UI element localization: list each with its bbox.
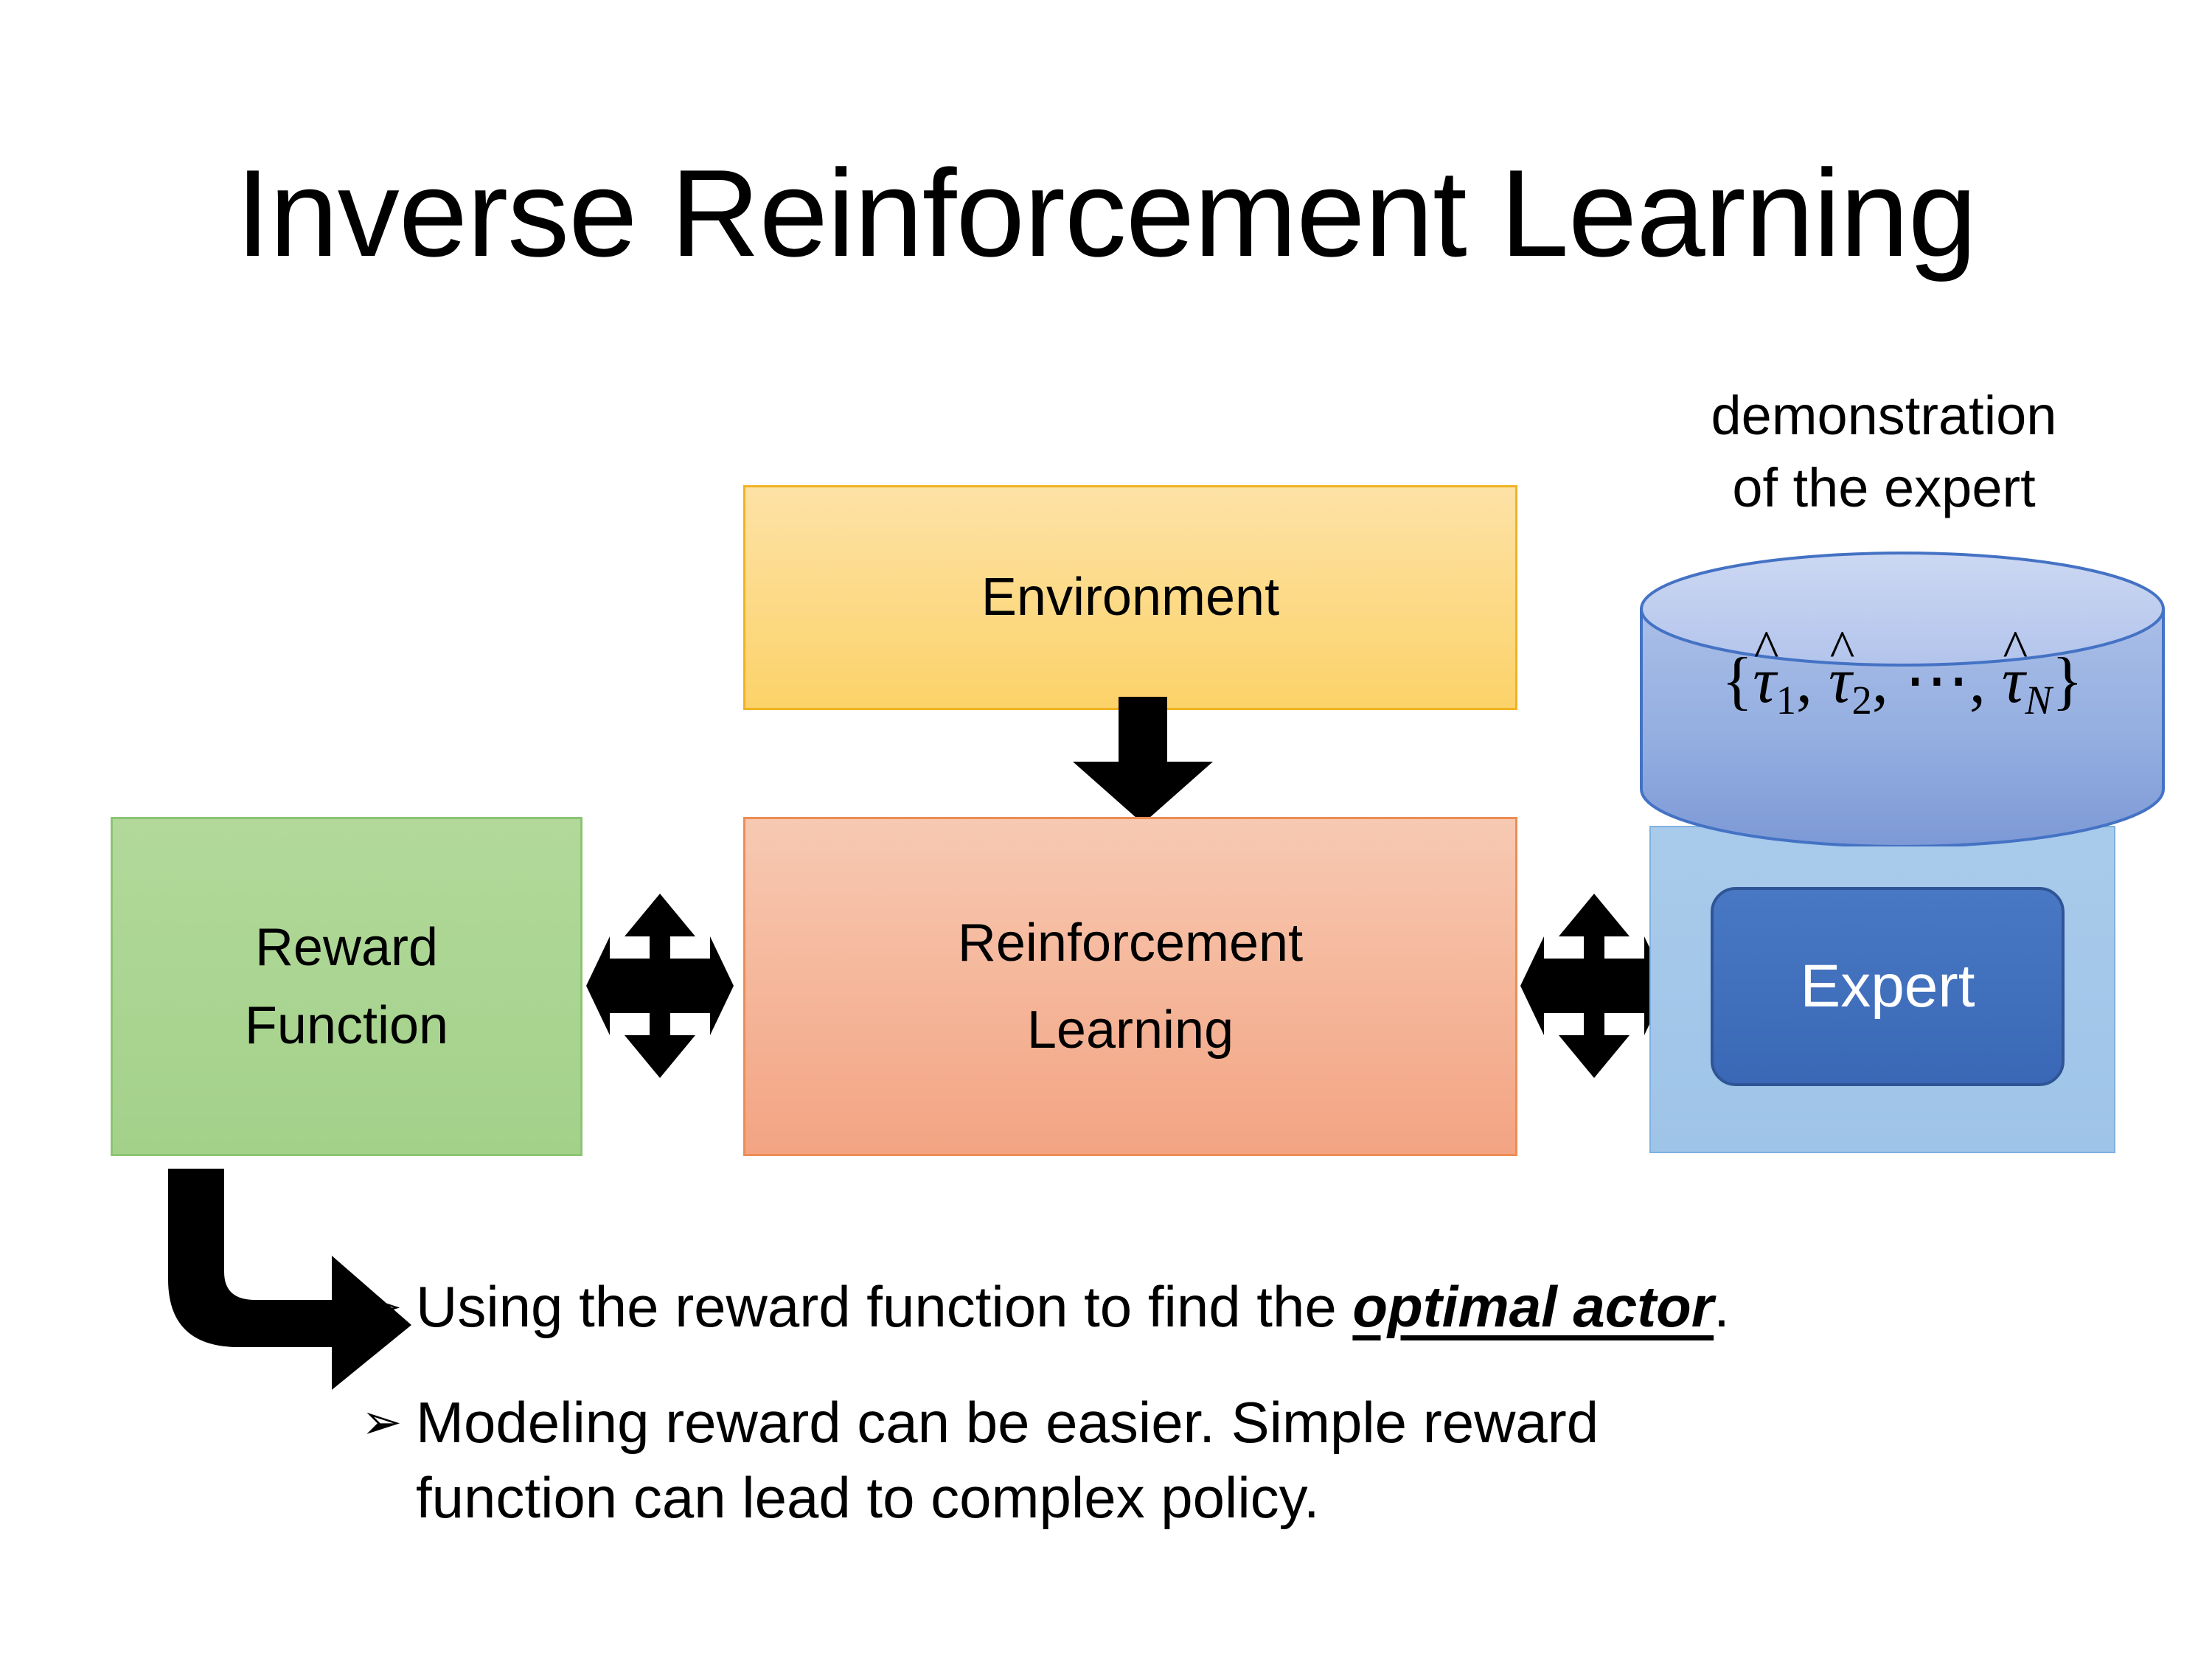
- formula-subscript-2: 2: [1851, 678, 1872, 723]
- formula-brace-close: }: [2051, 645, 2083, 717]
- bullet-arrow-icon: ➢: [361, 1394, 403, 1450]
- demonstration-trajectories-formula: {^τ1, ^τ2, ⋯, ^τN}: [1640, 622, 2165, 723]
- environment-box-label: Environment: [981, 568, 1280, 627]
- environment-to-rl-arrow-icon: [1073, 697, 1213, 824]
- rl-box-label-line2: Learning: [1026, 1001, 1234, 1060]
- bullet-2-text-line2: function can lead to complex policy.: [416, 1464, 1320, 1530]
- reward-to-bullet-elbow-arrow-icon: [168, 1169, 411, 1390]
- reward-box-label-line2: Function: [244, 996, 449, 1055]
- formula-hat-1: ^: [1753, 619, 1779, 678]
- demonstration-database-cylinder-icon: [1640, 552, 2165, 846]
- rl-box-label-line1: Reinforcement: [957, 913, 1304, 973]
- formula-tau-2: ^τ: [1829, 622, 1854, 714]
- formula-tau-glyph-n: τ: [2001, 645, 2025, 717]
- formula-comma-3: ,: [1969, 645, 1986, 717]
- formula-comma-1: ,: [1796, 645, 1813, 717]
- formula-subscript-n: N: [2025, 678, 2052, 723]
- formula-tau-glyph-2: τ: [1829, 645, 1852, 717]
- rl-expert-quad-arrow-icon: [1520, 894, 1668, 1078]
- formula-tau-1: ^τ: [1753, 622, 1778, 714]
- list-item: ➢ Modeling reward can be easier. Simple …: [361, 1385, 2146, 1535]
- expert-box[interactable]: Expert: [1711, 887, 2065, 1086]
- bullet-2-text-line1: Modeling reward can be easier. Simple re…: [416, 1390, 1599, 1455]
- reinforcement-learning-box[interactable]: Reinforcement Learning: [743, 817, 1517, 1156]
- formula-ellipsis: ⋯: [1904, 645, 1969, 717]
- formula-hat-2: ^: [1829, 619, 1855, 678]
- demonstration-label: demonstration of the expert: [1626, 380, 2142, 524]
- bullet-1-text: Using the reward function to find the op…: [416, 1270, 2146, 1344]
- bullet-1-text-after: .: [1714, 1274, 1730, 1339]
- demonstration-label-line1: demonstration: [1711, 385, 2057, 446]
- formula-brace-open: {: [1722, 645, 1753, 717]
- environment-box[interactable]: Environment: [743, 485, 1517, 710]
- formula-subscript-1: 1: [1775, 678, 1797, 723]
- bullet-1-text-before: Using the reward function to find the: [416, 1274, 1353, 1339]
- formula-tau-n: ^τ: [2002, 622, 2028, 714]
- reward-box-label-group: Reward Function: [245, 914, 448, 1060]
- bullet-list: ➢ Using the reward function to find the …: [361, 1270, 2146, 1535]
- reward-rl-quad-arrow-icon: [586, 894, 734, 1078]
- reward-function-box[interactable]: Reward Function: [111, 817, 582, 1156]
- expert-box-label: Expert: [1800, 953, 1975, 1020]
- formula-hat-n: ^: [2003, 619, 2028, 678]
- reward-box-label-line1: Reward: [254, 917, 439, 977]
- demonstration-label-line2: of the expert: [1732, 456, 2036, 518]
- bullet-2-text: Modeling reward can be easier. Simple re…: [416, 1385, 2146, 1535]
- formula-comma-2: ,: [1871, 645, 1888, 717]
- formula-tau-glyph-1: τ: [1753, 645, 1776, 717]
- rl-box-label-group: Reinforcement Learning: [958, 909, 1303, 1064]
- page-title: Inverse Reinforcement Learning: [235, 144, 1978, 282]
- bullet-arrow-icon: ➢: [361, 1279, 403, 1333]
- bullet-1-emphasis: optimal actor: [1352, 1274, 1714, 1339]
- list-item: ➢ Using the reward function to find the …: [361, 1270, 2146, 1344]
